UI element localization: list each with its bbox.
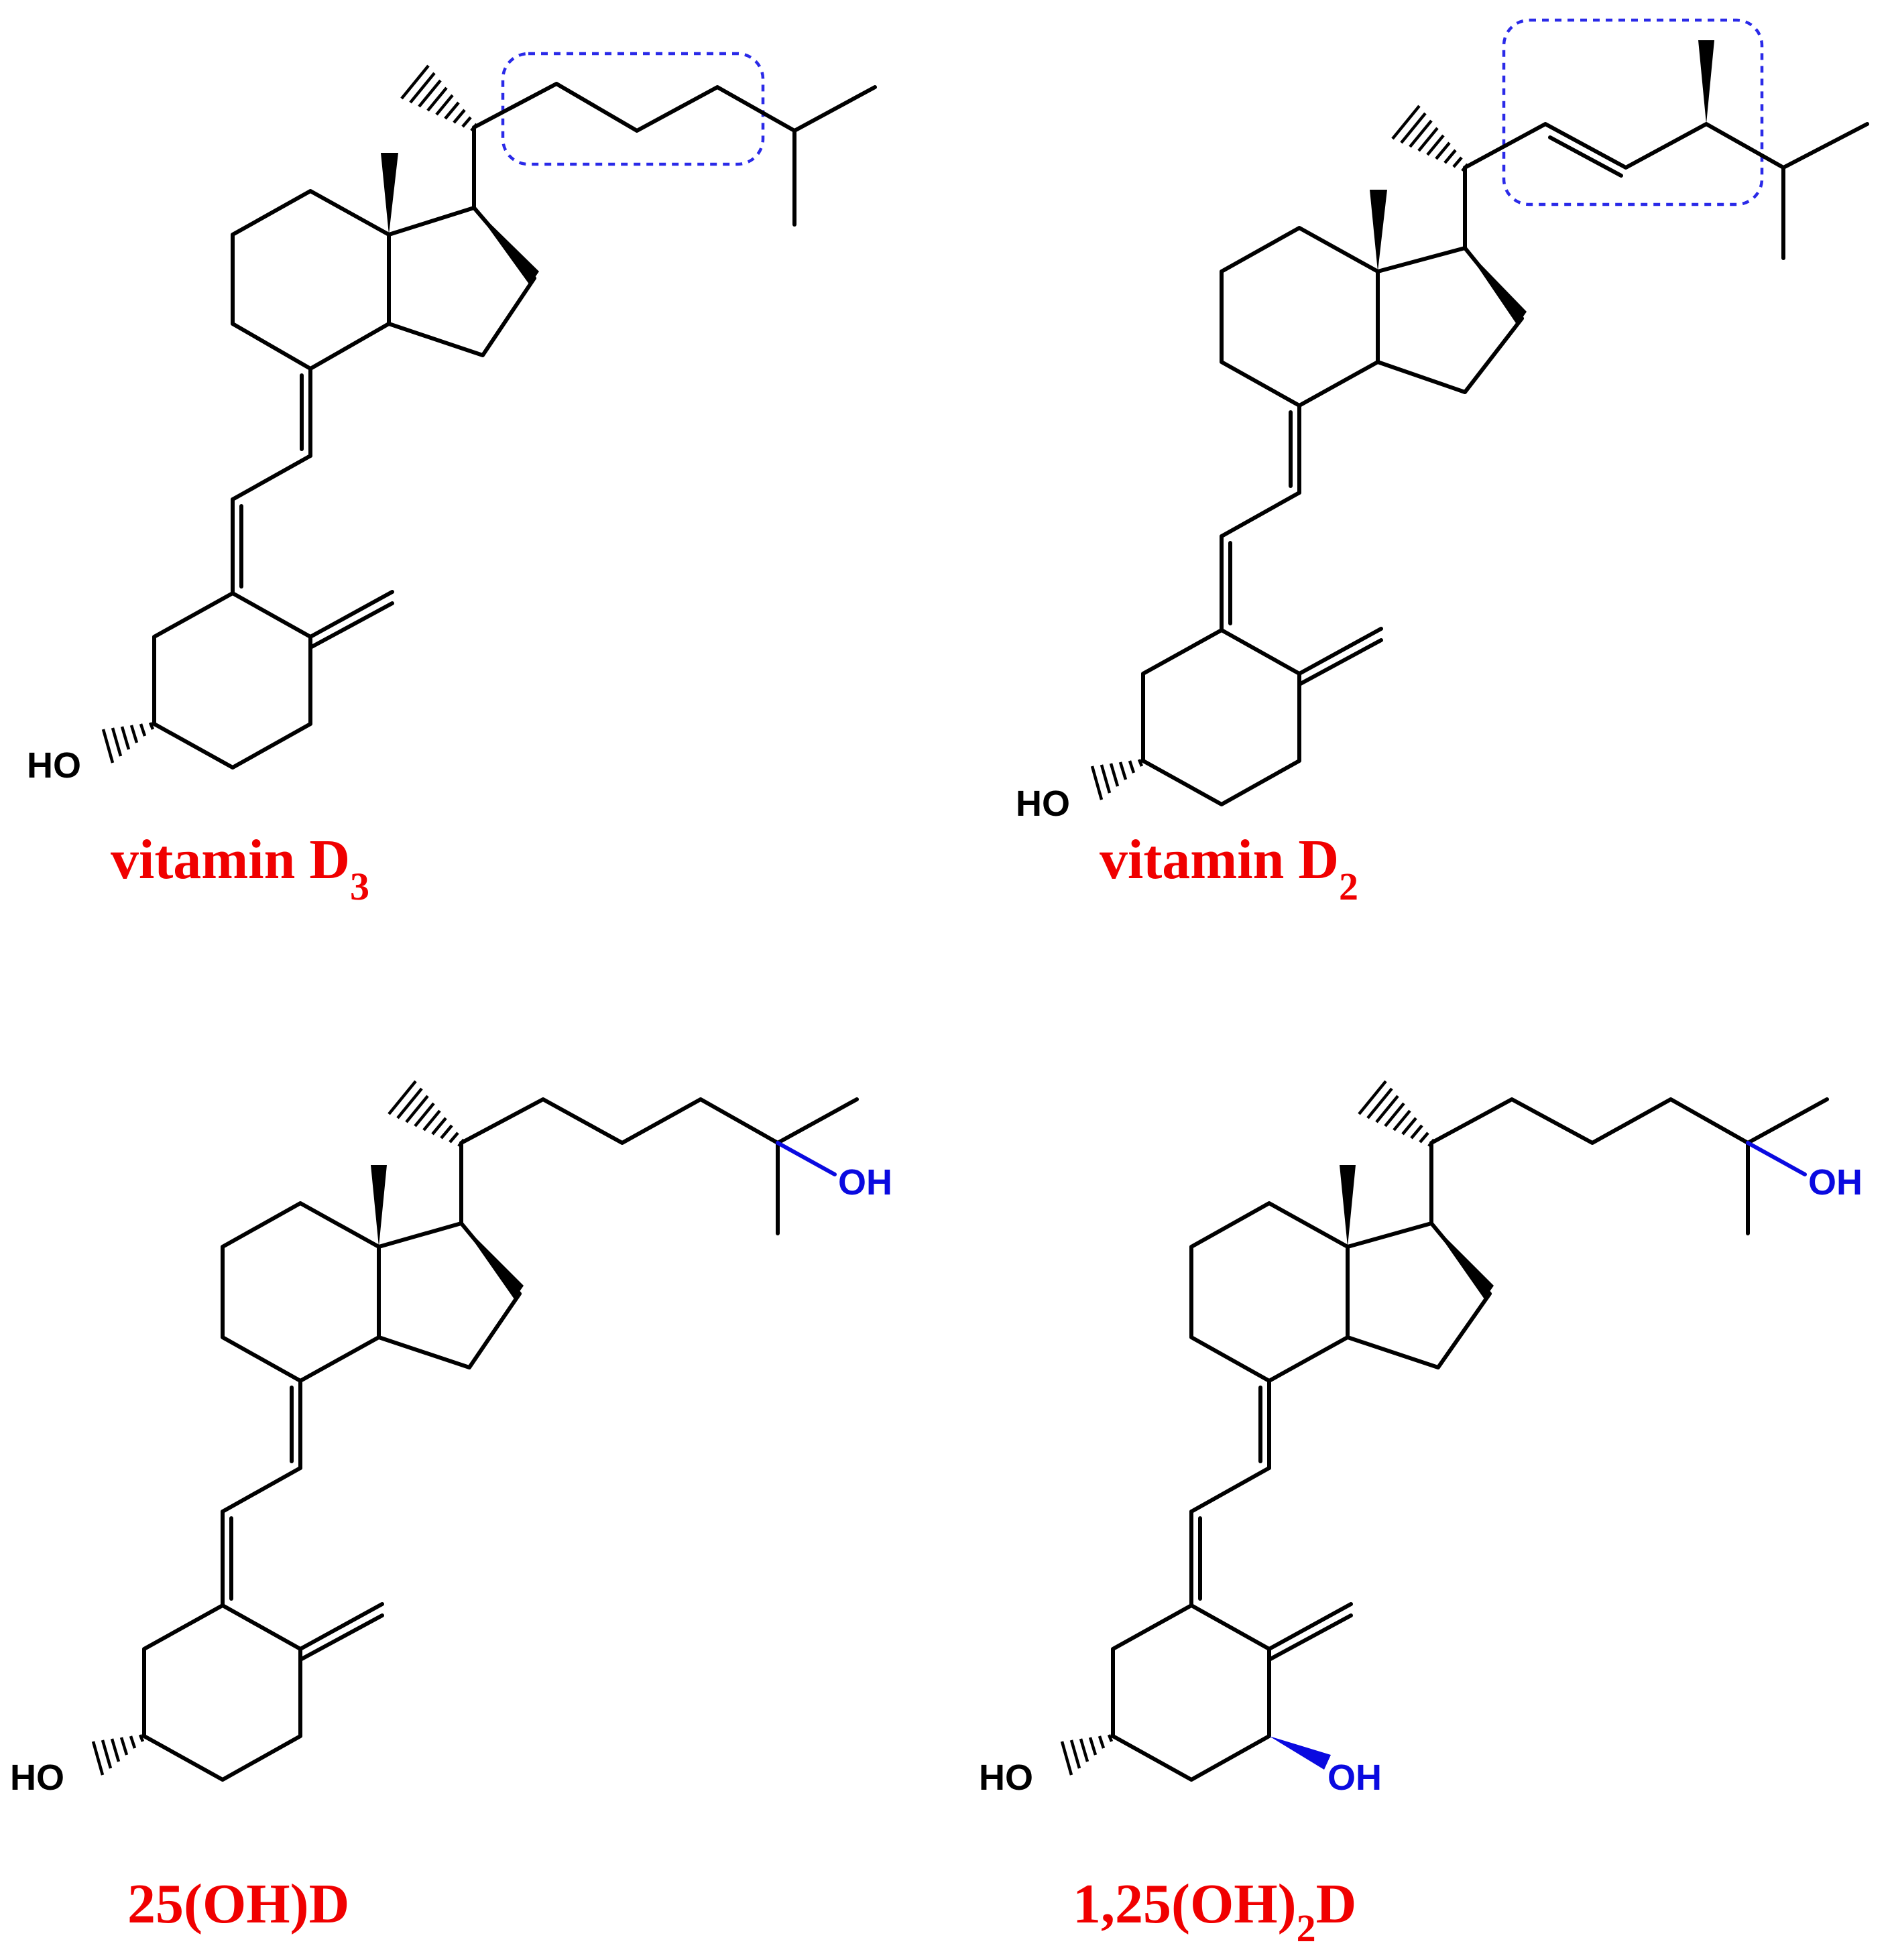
structure-25-oh-d: OH HO 25(OH)D (10, 1080, 892, 1935)
c17-wedge (1431, 1223, 1494, 1299)
c25-hydroxyl-bond (776, 1141, 837, 1176)
ring-a (142, 1603, 302, 1782)
exo-methylene-a (1267, 1602, 1353, 1651)
c22-c23-double-bond-inner (1548, 135, 1623, 178)
compound-name-1-25-oh2-d: 1,25(OH)2D (1073, 1873, 1356, 1950)
c7-c6-bond (231, 454, 312, 501)
angular-methyl-wedge (1340, 1165, 1356, 1247)
side-chain (1463, 122, 1869, 170)
c3-hashed-bond (1090, 759, 1144, 800)
exo-methylene-a (298, 1602, 384, 1651)
ring-d (1376, 246, 1524, 394)
c1-hydroxyl-wedge (1269, 1736, 1331, 1770)
ring-c (1189, 1201, 1350, 1383)
side-chain-highlight-box (501, 52, 765, 166)
exo-methylene-b (298, 1613, 384, 1662)
structure-1-25-oh2-d: OH OH HO 1,25(OH)2D (979, 1080, 1863, 1950)
c25-hydroxyl-bond (1746, 1141, 1807, 1176)
ring-c (221, 1201, 381, 1383)
c3-hashed-bond (1060, 1734, 1114, 1776)
structure-vitamin-d3: HO vitamin D3 (27, 52, 877, 908)
ring-d (377, 1221, 522, 1369)
c1-hydroxyl-label: OH (1327, 1758, 1382, 1798)
ring-c (1220, 226, 1380, 408)
compound-name-vitamin-d2: vitamin D2 (1100, 829, 1358, 908)
c3-hashed-bond (101, 722, 155, 763)
c7-c6-bond (1220, 491, 1301, 538)
ring-d (387, 206, 536, 357)
ring-a (152, 591, 312, 770)
structure-vitamin-d2: HO vitamin D2 (1016, 18, 1869, 908)
ring-c (231, 189, 391, 371)
ring-d (1346, 1221, 1492, 1369)
c25-hydroxyl-label: OH (838, 1162, 892, 1203)
exo-methylene-a (1297, 627, 1383, 676)
exo-methylene-b (1297, 638, 1383, 686)
angular-methyl-wedge (1370, 190, 1387, 271)
ring-a (1111, 1603, 1271, 1782)
exo-methylene-b (308, 601, 394, 650)
angular-methyl-wedge (381, 153, 398, 235)
side-chain (459, 1097, 859, 1145)
exo-methylene-a (308, 590, 394, 639)
c7-c6-bond (1189, 1466, 1271, 1514)
c3-hydroxyl-label: HO (979, 1758, 1033, 1798)
c20-hashed-methyl (1391, 105, 1469, 172)
c17-wedge (461, 1223, 524, 1299)
c17-wedge (1465, 248, 1527, 325)
c17-wedge (474, 208, 539, 285)
c3-hashed-bond (91, 1734, 145, 1776)
c20-hashed-methyl (1358, 1080, 1435, 1148)
compound-name-vitamin-d3: vitamin D3 (111, 829, 369, 908)
angular-methyl-wedge (371, 1165, 387, 1247)
compound-name-25-oh-d: 25(OH)D (127, 1873, 349, 1935)
ring-a (1141, 628, 1301, 806)
side-chain (1429, 1097, 1829, 1145)
c24-methyl-wedge (1698, 40, 1714, 124)
side-chain-highlight-box (1502, 18, 1764, 206)
c3-hydroxyl-label: HO (27, 745, 81, 786)
exo-methylene-b (1267, 1613, 1353, 1662)
c20-hashed-methyl (400, 64, 478, 132)
c7-c6-bond (221, 1466, 302, 1514)
c3-hydroxyl-label: HO (10, 1758, 64, 1798)
c3-hydroxyl-label: HO (1016, 784, 1070, 824)
side-chain (472, 82, 877, 133)
c20-hashed-methyl (388, 1080, 465, 1148)
c25-hydroxyl-label: OH (1808, 1162, 1863, 1203)
